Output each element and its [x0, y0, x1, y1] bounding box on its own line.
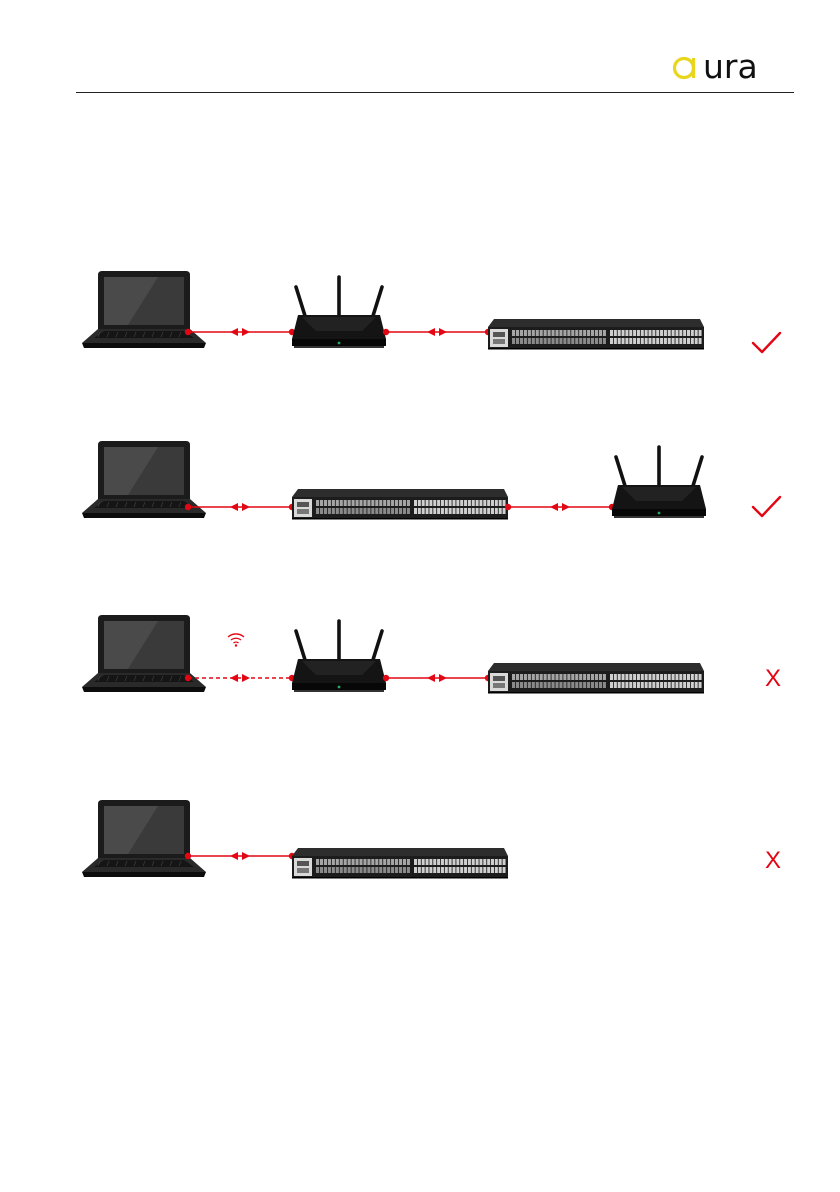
diagram-row-1 [82, 271, 780, 352]
diagram-row-3: X [82, 615, 781, 694]
invalid-mark-label: X [765, 665, 781, 692]
laptop-icon [82, 271, 206, 348]
invalid-mark-label: X [765, 847, 781, 874]
network-switch-icon [488, 663, 704, 694]
laptop-icon [82, 800, 206, 877]
wifi-signal-icon [228, 634, 244, 647]
wifi-router-icon [292, 621, 386, 692]
check-mark-icon [753, 497, 780, 516]
wifi-router-icon [612, 447, 706, 518]
wifi-router-icon [292, 277, 386, 348]
cross-mark-icon: X [765, 665, 781, 692]
diagram-row-2 [82, 441, 780, 520]
diagram-row-4: X [82, 800, 781, 879]
ethernet-cable [185, 852, 295, 860]
ethernet-cable [383, 674, 491, 682]
check-mark-icon [753, 333, 780, 352]
network-switch-icon [488, 319, 704, 350]
ethernet-cable [383, 328, 491, 336]
ethernet-cable [505, 503, 615, 511]
wireless-link [185, 674, 295, 682]
network-switch-icon [292, 848, 508, 879]
network-switch-icon [292, 489, 508, 520]
ethernet-cable [185, 328, 295, 336]
cross-mark-icon: X [765, 847, 781, 874]
